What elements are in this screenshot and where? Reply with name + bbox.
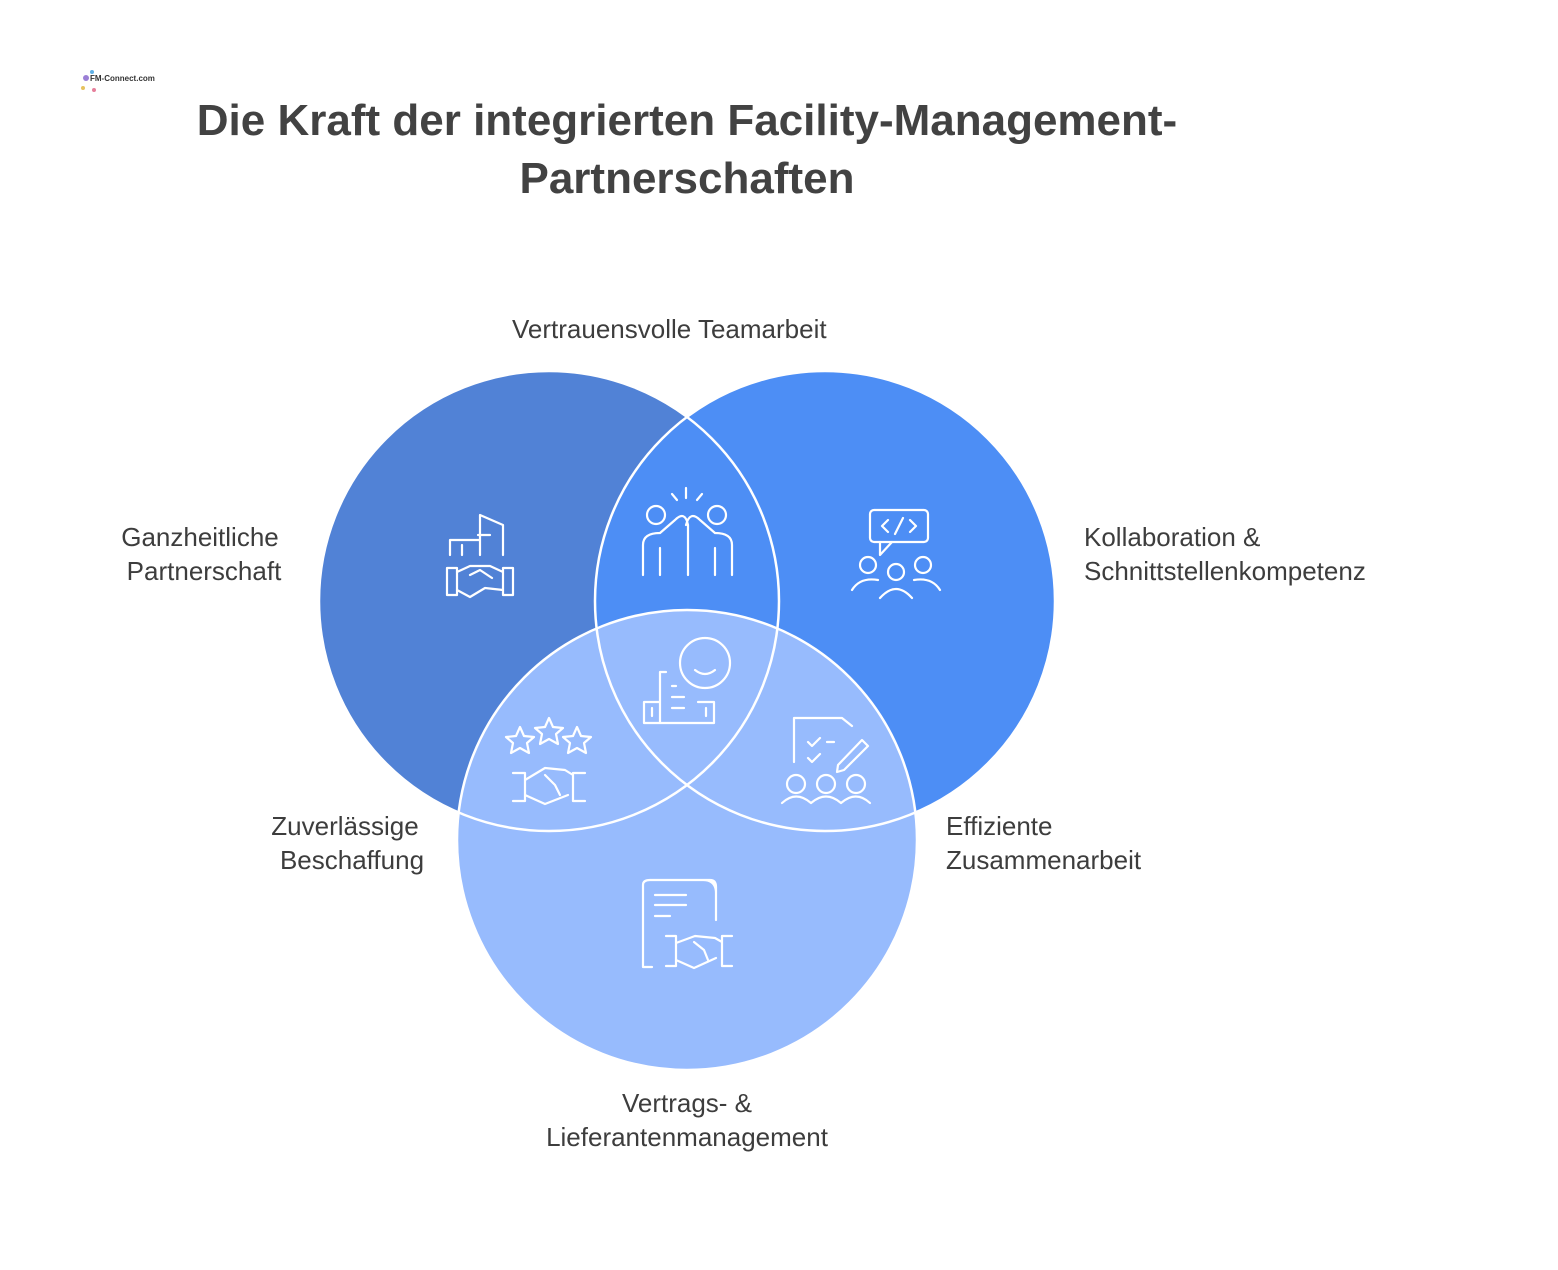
label-left-line-2: Partnerschaft <box>126 556 282 586</box>
label-top: Vertrauensvolle Teamarbeit <box>512 314 827 344</box>
label-right-line-2: Schnittstellenkompetenz <box>1084 556 1366 586</box>
label-bottom-left: Zuverlässige Beschaffung <box>250 809 440 877</box>
outline-right <box>593 369 1057 833</box>
logo-text: FM-Connect.com <box>90 74 155 83</box>
page-title: Die Kraft der integrierten Facility-Mana… <box>110 92 1264 208</box>
stars-handshake-icon <box>504 716 593 806</box>
building-handshake-icon <box>445 513 515 599</box>
smiley-building-icon <box>642 636 732 725</box>
label-left-line-1: Ganzheitliche <box>121 522 279 552</box>
code-chat-team-icon <box>850 508 942 600</box>
label-bottom-left-line-2: Beschaffung <box>279 845 425 875</box>
label-bottom-line-1: Vertrags- & <box>621 1088 753 1118</box>
circle-bottom <box>457 610 917 1070</box>
contract-handshake-icon <box>641 878 734 970</box>
checklist-team-icon <box>780 716 872 805</box>
label-bottom-right: Effiziente Zusammenarbeit <box>946 809 1141 877</box>
high-five-icon <box>641 486 734 577</box>
title-line-2: Partnerschaften <box>519 154 855 203</box>
label-bottom-left-line-1: Zuverlässige <box>271 811 419 841</box>
label-right-line-1: Kollaboration & <box>1084 522 1261 552</box>
label-bottom-right-line-1: Effiziente <box>946 811 1053 841</box>
logo-mark-icon <box>81 70 96 92</box>
outline-bottom <box>455 608 919 1072</box>
outline-left <box>317 369 781 833</box>
label-bottom: Vertrags- & Lieferantenmanagement <box>487 1086 887 1154</box>
label-left: Ganzheitliche Partnerschaft <box>100 520 300 588</box>
title-line-1: Die Kraft der integrierten Facility-Mana… <box>196 96 1178 145</box>
label-bottom-line-2: Lieferantenmanagement <box>546 1122 828 1152</box>
label-right: Kollaboration & Schnittstellenkompetenz <box>1084 520 1366 588</box>
label-bottom-right-line-2: Zusammenarbeit <box>946 845 1142 875</box>
logo: FM-Connect.com <box>78 68 155 96</box>
